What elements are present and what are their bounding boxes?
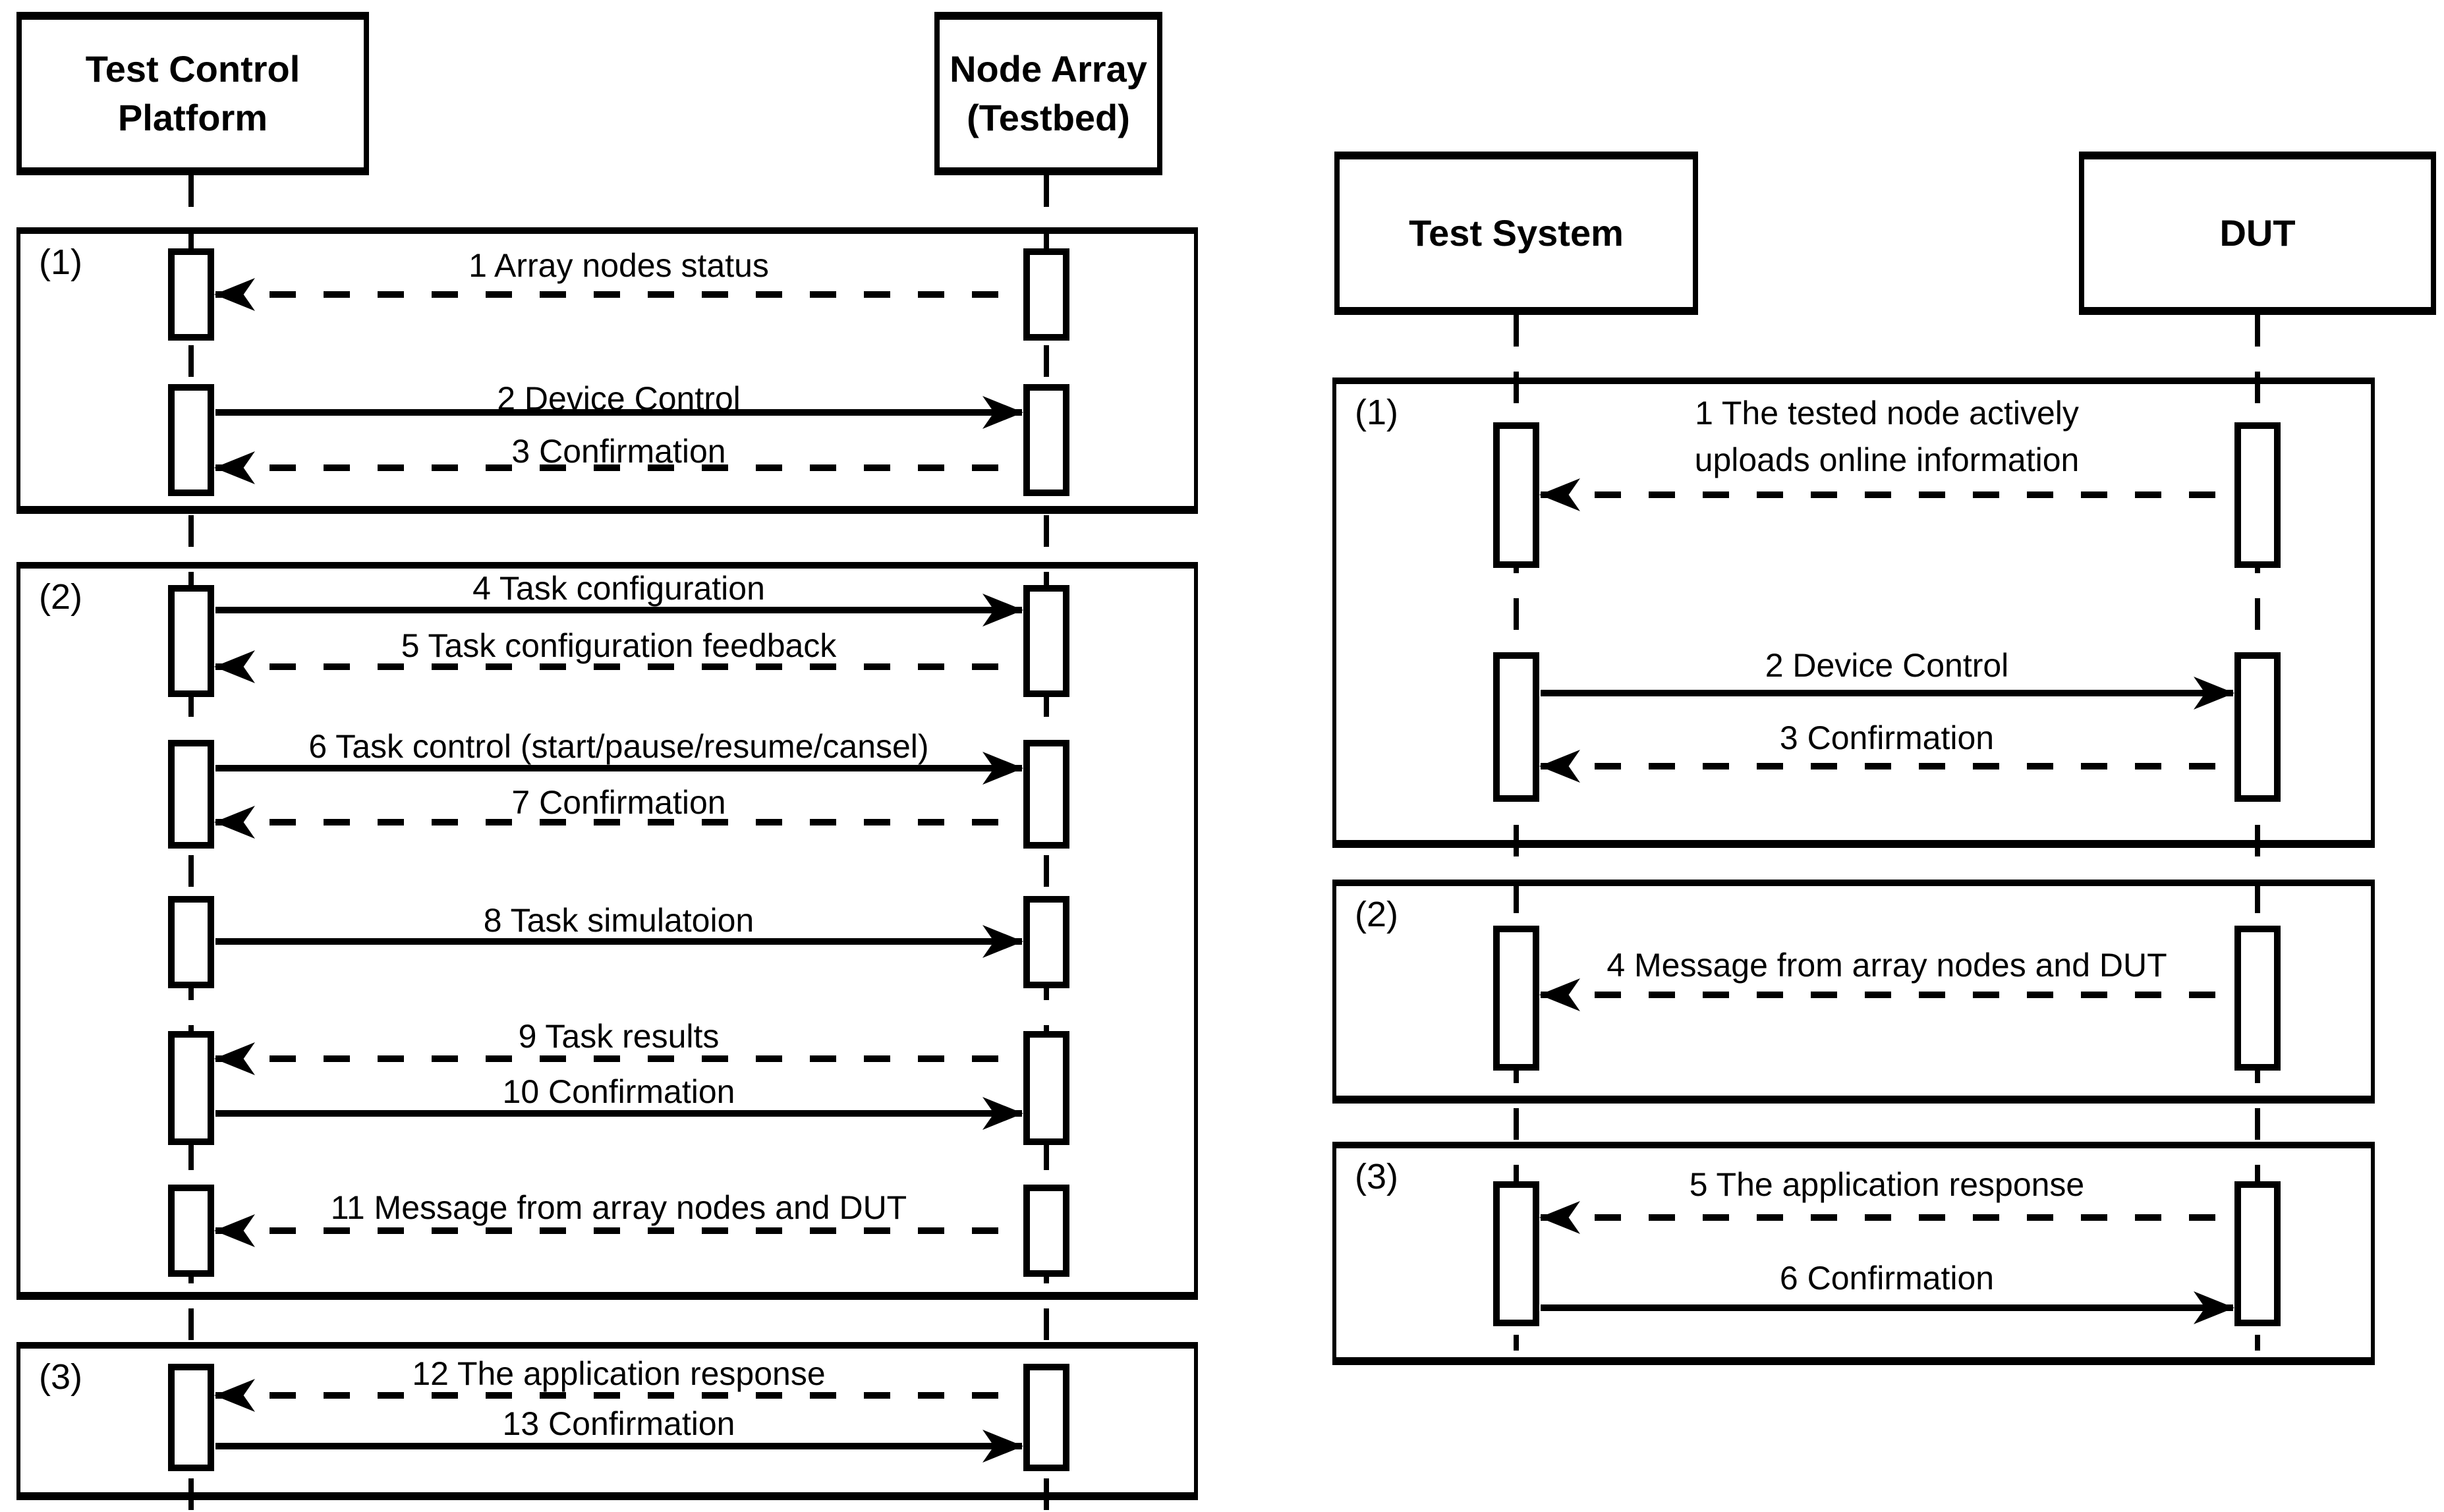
lifeline-dut — [2255, 315, 2260, 1351]
message-arrow-right-solid — [215, 607, 1022, 613]
group-label-right-1: (1) — [1355, 393, 1398, 432]
message-arrow-left-dashed — [1541, 992, 2233, 998]
message-arrow-left-dashed — [215, 464, 1022, 471]
activation-bar — [1493, 652, 1539, 802]
group-frame-left-3: (3) — [16, 1342, 1198, 1500]
message-label-r2: 2 Device Control — [1765, 647, 2009, 684]
activation-bar — [168, 384, 214, 496]
message-label-11: 11 Message from array nodes and DUT — [330, 1189, 907, 1226]
activation-bar — [2234, 652, 2281, 802]
activation-bar — [168, 1185, 214, 1277]
group-frame-right-2: (2) — [1332, 880, 2375, 1104]
message-arrow-left-dashed — [215, 1227, 1022, 1234]
actor-label-test-control-platform: Test Control Platform — [85, 48, 300, 138]
message-label-r1: 1 The tested node actively uploads onlin… — [1694, 395, 2080, 478]
activation-bar — [168, 248, 214, 341]
message-label-2: 2 Device Control — [497, 380, 741, 417]
message-label-8: 8 Task simulatoion — [483, 902, 754, 939]
actor-label-node-array-testbed: Node Array (Testbed) — [950, 48, 1147, 138]
activation-bar — [1023, 248, 1069, 341]
activation-bar — [168, 585, 214, 697]
message-label-5: 5 Task configuration feedback — [401, 627, 837, 664]
activation-bar — [1493, 926, 1539, 1071]
activation-bar — [1023, 585, 1069, 697]
activation-bar — [1023, 1031, 1069, 1145]
message-arrow-right-solid — [1541, 1304, 2233, 1311]
activation-bar — [168, 740, 214, 849]
group-label-right-2: (2) — [1355, 895, 1398, 934]
message-label-1: 1 Array nodes status — [469, 247, 769, 284]
message-arrow-left-dashed — [215, 1055, 1022, 1062]
message-label-7: 7 Confirmation — [511, 784, 726, 821]
group-frame-right-3: (3) — [1332, 1142, 2375, 1365]
actor-box-test-system: Test System — [1334, 152, 1698, 315]
message-label-r6: 6 Confirmation — [1779, 1260, 1995, 1297]
message-arrow-left-dashed — [1541, 1214, 2233, 1221]
activation-bar — [2234, 422, 2281, 568]
message-arrow-right-solid — [215, 409, 1022, 416]
activation-bar — [1493, 1181, 1539, 1326]
actor-box-test-control-platform: Test Control Platform — [16, 12, 369, 175]
group-label-left-1: (1) — [39, 242, 82, 282]
group-frame-right-1: (1) — [1332, 378, 2375, 848]
group-label-right-3: (3) — [1355, 1157, 1398, 1196]
message-arrow-left-dashed — [215, 663, 1022, 670]
activation-bar — [1023, 1364, 1069, 1471]
activation-bar — [168, 896, 214, 988]
actor-box-node-array-testbed: Node Array (Testbed) — [934, 12, 1162, 175]
message-label-r5: 5 The application response — [1689, 1166, 2085, 1203]
message-arrow-right-solid — [215, 1110, 1022, 1117]
message-arrow-right-solid — [215, 765, 1022, 771]
activation-bar — [168, 1364, 214, 1471]
message-label-r3: 3 Confirmation — [1779, 719, 1995, 756]
message-arrow-left-dashed — [1541, 763, 2233, 770]
message-label-4: 4 Task configuration — [472, 570, 765, 607]
group-label-left-2: (2) — [39, 577, 82, 617]
activation-bar — [1023, 384, 1069, 496]
message-label-12: 12 The application response — [412, 1355, 826, 1392]
activation-bar — [1493, 422, 1539, 568]
activation-bar — [2234, 926, 2281, 1071]
group-label-left-3: (3) — [39, 1357, 82, 1397]
actor-box-dut: DUT — [2079, 152, 2436, 315]
message-label-13: 13 Confirmation — [502, 1405, 735, 1442]
message-label-r4: 4 Message from array nodes and DUT — [1606, 947, 2167, 984]
activation-bar — [168, 1031, 214, 1145]
activation-bar — [1023, 896, 1069, 988]
activation-bar — [1023, 740, 1069, 849]
actor-label-test-system: Test System — [1409, 212, 1624, 254]
group-frame-left-1: (1) — [16, 227, 1198, 514]
message-arrow-right-solid — [1541, 690, 2233, 696]
message-arrow-left-dashed — [1541, 491, 2233, 498]
message-arrow-left-dashed — [215, 1392, 1022, 1399]
message-arrow-right-solid — [215, 1443, 1022, 1449]
message-label-10: 10 Confirmation — [502, 1073, 735, 1110]
message-label-3: 3 Confirmation — [511, 433, 726, 470]
actor-label-dut: DUT — [2219, 212, 2296, 254]
message-arrow-right-solid — [215, 938, 1022, 945]
group-frame-left-2: (2) — [16, 562, 1198, 1300]
message-arrow-left-dashed — [215, 819, 1022, 826]
message-label-6: 6 Task control (start/pause/resume/canse… — [308, 728, 929, 765]
message-label-9: 9 Task results — [518, 1018, 720, 1055]
message-arrow-left-dashed — [215, 291, 1022, 298]
activation-bar — [1023, 1185, 1069, 1277]
activation-bar — [2234, 1181, 2281, 1326]
lifeline-test-system — [1514, 315, 1519, 1351]
